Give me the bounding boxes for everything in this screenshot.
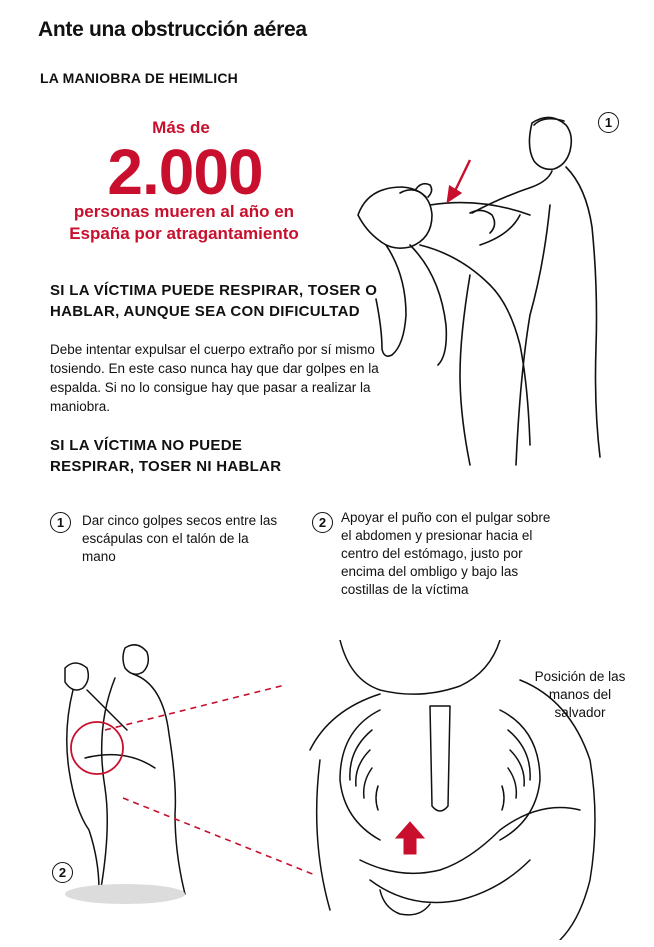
figure-2-number: 2 bbox=[52, 862, 73, 883]
can-breathe-heading: SI LA VÍCTIMA PUEDE RESPIRAR, TOSER O HA… bbox=[50, 282, 378, 320]
page-title: Ante una obstrucción aérea bbox=[38, 18, 307, 41]
stat-number: 2.000 bbox=[107, 136, 263, 208]
page-subtitle: LA MANIOBRA DE HEIMLICH bbox=[40, 70, 238, 86]
abdominal-thrust-illustration bbox=[64, 644, 186, 904]
step-2-text: Apoyar el puño con el pulgar sobre el ab… bbox=[341, 510, 551, 597]
hands-position-label: Posición de las manos del salvador bbox=[534, 669, 626, 720]
step-2-number: 2 bbox=[312, 512, 333, 533]
ribcage-hands-illustration bbox=[309, 640, 596, 940]
stat-prefix: Más de bbox=[152, 118, 210, 137]
can-breathe-body: Debe intentar expulsar el cuerpo extraño… bbox=[50, 342, 379, 414]
step-1-number: 1 bbox=[50, 512, 71, 533]
figure-1-number: 1 bbox=[598, 112, 619, 133]
stat-caption: personas mueren al año en España por atr… bbox=[69, 202, 299, 243]
zoom-connector-lines bbox=[104, 684, 316, 876]
step-1-text: Dar cinco golpes secos entre las escápul… bbox=[82, 513, 278, 564]
back-blows-illustration bbox=[357, 116, 601, 466]
cannot-breathe-heading: SI LA VÍCTIMA NO PUEDE RESPIRAR, TOSER N… bbox=[50, 437, 282, 475]
